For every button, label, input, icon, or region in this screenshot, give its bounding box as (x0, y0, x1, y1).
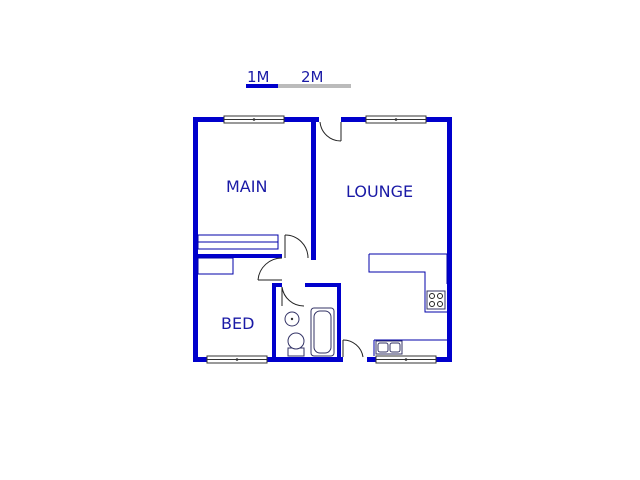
fixtures (197, 234, 448, 357)
doors (257, 121, 364, 358)
wall-main-bed (198, 254, 282, 258)
scale-bar: 1M 2M (246, 68, 351, 88)
wall-right (447, 117, 452, 362)
wall-main-lounge (311, 122, 316, 260)
room-labels: MAIN LOUNGE BED (221, 177, 413, 333)
wall-bath-right (337, 283, 341, 359)
scale-label-1m: 1M (247, 68, 270, 86)
room-label-main: MAIN (226, 177, 267, 196)
wall-bath-top-left (276, 283, 282, 287)
wall-bottom-left (193, 357, 343, 362)
room-label-lounge: LOUNGE (346, 182, 413, 201)
scale-segment-1m (246, 84, 278, 88)
wall-left (193, 117, 198, 362)
room-label-bed: BED (221, 314, 254, 333)
windows (206, 115, 437, 364)
cupboard-bed (197, 257, 234, 275)
stove (426, 290, 446, 310)
wall-bath-top (305, 283, 341, 287)
scale-label-2m: 2M (301, 68, 324, 86)
wall-bed-bath (272, 283, 276, 359)
scale-segment-2m (278, 84, 351, 88)
kitchen-counter (368, 253, 448, 313)
